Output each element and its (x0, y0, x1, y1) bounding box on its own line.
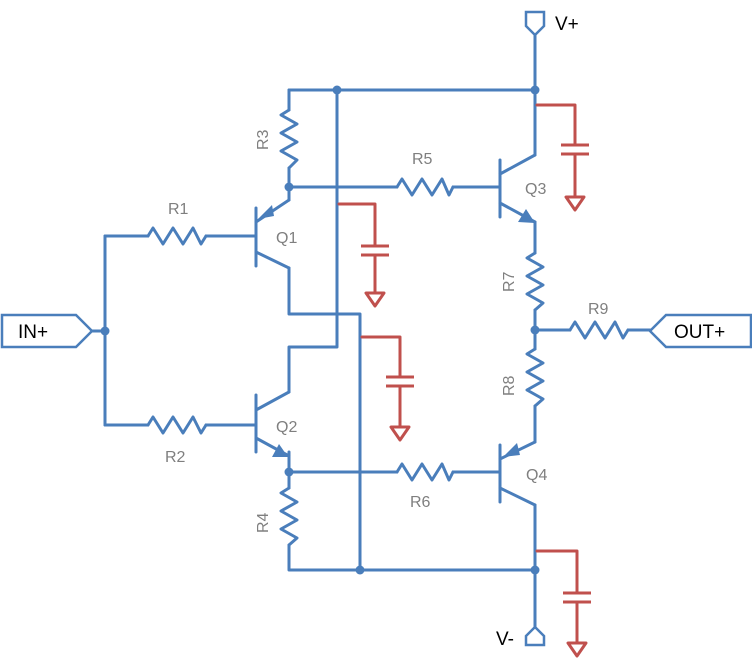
q1-label: Q1 (276, 230, 297, 247)
resistor-r7: R7 (501, 251, 545, 312)
transistor-q4: Q4 (498, 440, 547, 507)
ground-capacitor-3 (360, 335, 414, 442)
resistor-r6: R6 (395, 462, 455, 511)
vplus-label: V+ (555, 14, 579, 35)
r7-label: R7 (501, 271, 518, 292)
r9-label: R9 (588, 301, 609, 318)
r4-label: R4 (255, 512, 272, 533)
q4-label: Q4 (526, 467, 547, 484)
q2-label: Q2 (276, 419, 297, 436)
r6-label: R6 (410, 494, 431, 511)
wires (90, 33, 652, 629)
resistor-r4: R4 (255, 486, 299, 547)
in-plus-label: IN+ (18, 322, 48, 343)
vminus-label: V- (496, 629, 514, 650)
r3-label: R3 (255, 129, 272, 150)
ground-capacitor-1 (535, 103, 589, 212)
r5-label: R5 (412, 151, 433, 168)
out-plus-label: OUT+ (674, 322, 725, 343)
junctions (100, 85, 540, 575)
resistor-r3: R3 (255, 108, 299, 170)
resistor-r5: R5 (395, 151, 455, 197)
r1-label: R1 (168, 201, 189, 218)
resistor-r8: R8 (501, 347, 545, 408)
vplus-port: V+ (524, 10, 579, 37)
ground-capacitor-4 (535, 549, 591, 658)
resistor-r1: R1 (146, 201, 208, 246)
transistor-q2: Q2 (254, 390, 297, 458)
r8-label: R8 (501, 375, 518, 396)
resistor-r9: R9 (568, 301, 630, 340)
vminus-port: V- (496, 625, 546, 650)
ground-capacitor-2 (337, 202, 389, 308)
in-plus-port: IN+ (0, 313, 94, 349)
transistor-q1: Q1 (254, 198, 297, 270)
resistor-r2: R2 (146, 415, 208, 466)
q3-label: Q3 (525, 181, 546, 198)
out-plus-port: OUT+ (648, 313, 752, 349)
r2-label: R2 (165, 449, 186, 466)
transistor-q3: Q3 (498, 153, 546, 224)
